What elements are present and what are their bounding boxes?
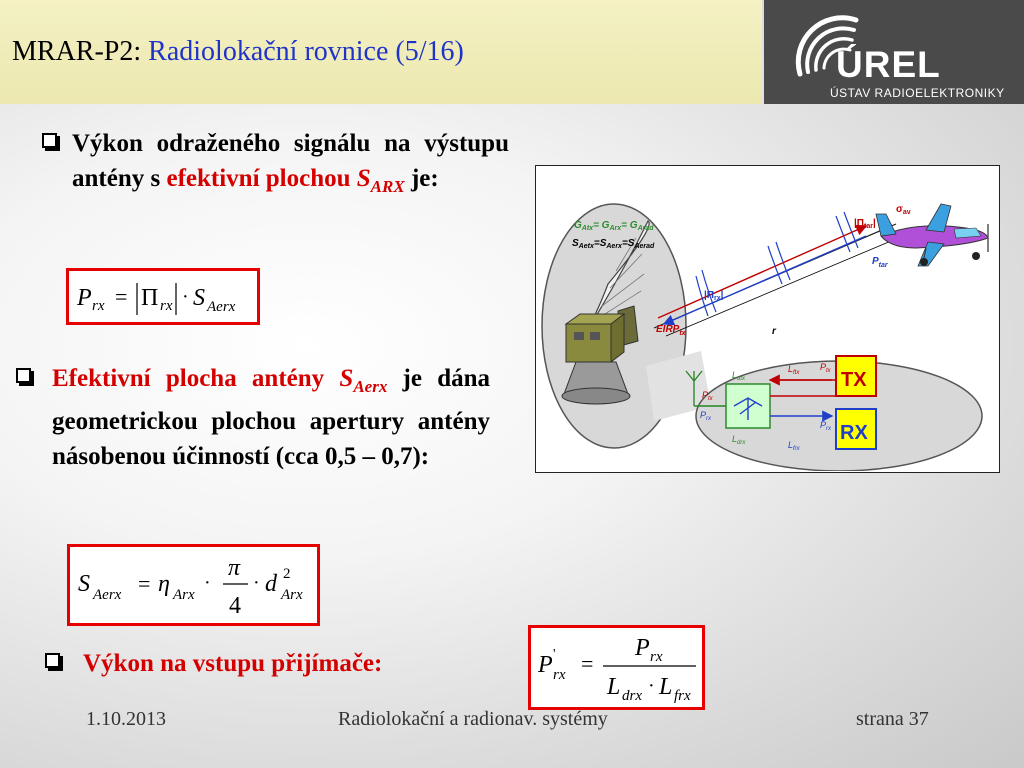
radar-dish-icon — [561, 220, 650, 405]
f3-lhs-sub: rx — [553, 667, 566, 683]
f1-lhs-sub: rx — [92, 298, 105, 314]
svg-text:·: · — [648, 675, 655, 697]
f2-dot1: · — [204, 572, 211, 594]
f1-lhs: P — [76, 285, 92, 311]
f1-s-sub: Aerx — [206, 299, 236, 315]
title-prefix: MRAR-P2: — [12, 36, 149, 67]
bullet1-text-b: je: — [404, 165, 439, 192]
title-main: Radiolokační rovnice (5/16) — [148, 36, 464, 67]
bullet-effective-area: Efektivní plocha antény SAerx je dána ge… — [16, 361, 491, 474]
f2-eq: = — [138, 571, 150, 596]
bullet2-text-b: je dána geometrickou plochou apertury an… — [52, 365, 491, 470]
bullet1-text-a: Výkon odraženého signálu na výstupu anté… — [72, 130, 509, 192]
svg-text:Ptar: Ptar — [872, 256, 889, 269]
bullet1-symbol: SARX — [356, 165, 405, 196]
header-bar: MRAR-P2: Radiolokační rovnice (5/16) — [0, 0, 762, 104]
f2-d-sub: Arx — [280, 587, 303, 603]
f1-dot: · — [182, 286, 189, 308]
svg-text:Prx: Prx — [700, 410, 712, 422]
f1-pi-sub: rx — [160, 298, 173, 314]
bullet1-text-red: efektivní plochou — [166, 165, 357, 192]
svg-text:|Πtar|: |Πtar| — [854, 218, 876, 230]
footer-page-number: strana 37 — [856, 708, 929, 730]
urel-logo — [764, 0, 1024, 104]
svg-text:Ptx: Ptx — [702, 390, 714, 402]
svg-text:GAtx= GArx= GArad: GAtx= GArx= GArad — [574, 220, 654, 232]
f3-den-b-sub: frx — [674, 688, 691, 704]
airplane-icon — [875, 203, 989, 267]
footer-course: Radiolokační a radionav. systémy — [338, 708, 608, 730]
bullet2-text-red: Efektivní plocha antény — [52, 365, 340, 392]
svg-text:EIRPtx: EIRPtx — [656, 324, 687, 337]
rx-beam-arrow — [662, 235, 867, 326]
logo-subtitle: ÚSTAV RADIOELEKTRONIKY — [830, 86, 1005, 100]
bullet3-text-red: Výkon na vstupu přijímače: — [83, 650, 383, 677]
tx-beam-arrow — [657, 224, 868, 319]
f3-eq: = — [581, 651, 593, 676]
f3-num-sub: rx — [650, 649, 663, 665]
f3-lhs: P — [537, 652, 553, 678]
f2-lhs: S — [78, 571, 90, 597]
rx-box — [835, 408, 877, 450]
f2-d-sup: 2 — [283, 566, 291, 582]
svg-text:SAetx=SAerx=SAerad: SAetx=SAerx=SAerad — [572, 238, 655, 250]
f3-lhs-prime: ' — [553, 647, 556, 662]
svg-text:Lftx: Lftx — [788, 364, 800, 376]
radar-diagram: GAtx= GArx= GArad SAetx=SAerx=SAerad |Πr… — [535, 165, 1000, 473]
f2-d: d — [265, 571, 278, 597]
svg-text:Lfrx: Lfrx — [788, 440, 801, 452]
f1-s: S — [193, 285, 205, 311]
svg-text:·: · — [253, 572, 260, 594]
logo-name: ÚREL — [836, 44, 941, 85]
svg-text:Ptx: Ptx — [820, 362, 832, 374]
slide-title: MRAR-P2: Radiolokační rovnice (5/16) — [12, 36, 464, 68]
f2-eta-sub: Arx — [172, 587, 195, 603]
svg-text:r: r — [772, 326, 777, 337]
f2-lhs-sub: Aerx — [92, 587, 122, 603]
f1-pi: Π — [141, 285, 158, 311]
formula-received-power: P rx = Π rx · S Aerx — [66, 268, 260, 325]
f3-num: P — [634, 635, 650, 661]
bullet-box-icon — [16, 368, 31, 383]
f2-den: 4 — [229, 593, 241, 619]
svg-text:σav: σav — [896, 204, 911, 216]
f3-den-a-sub: drx — [622, 688, 642, 704]
logo-arcs-icon — [795, 15, 859, 77]
footer-date: 1.10.2013 — [86, 708, 166, 730]
formula-effective-area: S Aerx = η Arx · π 4 · d 2 Arx — [67, 544, 320, 626]
rx-label: RX — [840, 422, 868, 444]
bullet-reflected-power: Výkon odraženého signálu na výstupu anté… — [42, 126, 509, 204]
svg-text:Ldrx: Ldrx — [732, 434, 746, 446]
f2-eta: η — [158, 571, 170, 597]
bullet-box-icon — [45, 653, 60, 668]
f3-den-a: L — [606, 674, 620, 700]
svg-text:Ldtx: Ldtx — [732, 370, 746, 382]
formula-receiver-input-power: P ' rx = P rx L drx · L frx — [528, 625, 705, 710]
f2-num: π — [228, 555, 241, 581]
radar-diagram-svg: GAtx= GArx= GArad SAetx=SAerx=SAerad |Πr… — [541, 203, 989, 471]
f3-den-b: L — [658, 674, 672, 700]
svg-text:Prx: Prx — [820, 420, 832, 432]
tx-label: TX — [841, 369, 867, 391]
bullet2-symbol: SAerx — [339, 365, 388, 396]
bullet-box-icon — [42, 133, 57, 148]
svg-text:|Πrx|: |Πrx| — [704, 290, 724, 302]
bullet-receiver-input: Výkon na vstupu přijímače: — [45, 646, 463, 681]
f1-eq: = — [115, 284, 127, 309]
tx-box — [835, 355, 877, 397]
